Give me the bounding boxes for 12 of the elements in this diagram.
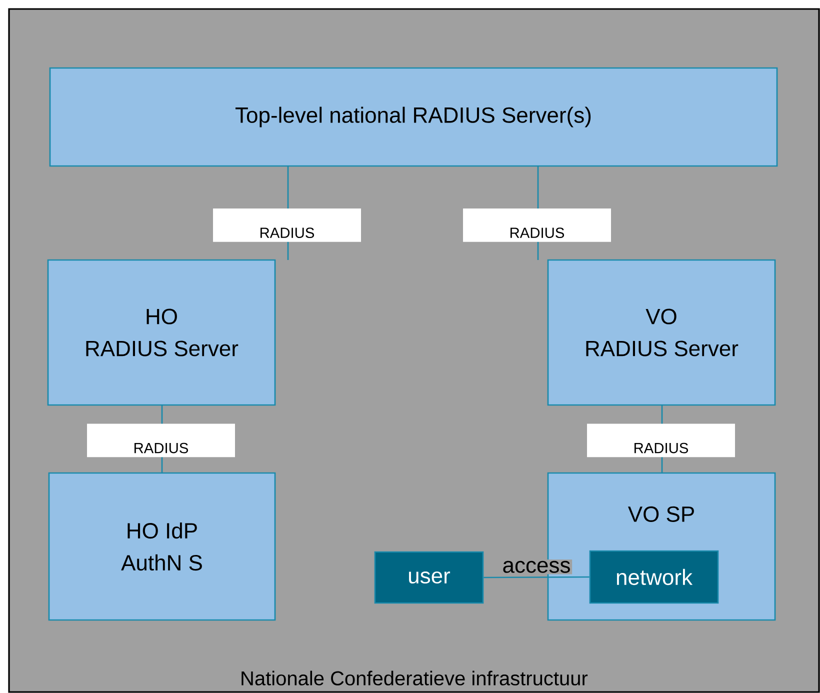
edge-label: RADIUS: [587, 424, 735, 458]
network-box: network: [589, 550, 719, 604]
server-box: HO RADIUS Server: [47, 259, 276, 406]
server-box: Top-level national RADIUS Server(s): [49, 67, 778, 167]
connector-line: [484, 576, 590, 578]
edge-label: RADIUS: [463, 208, 611, 242]
edge-label: RADIUS: [87, 424, 235, 458]
edge-label: access: [500, 560, 572, 574]
server-box: HO IdP AuthN S: [48, 472, 276, 621]
edge-label: RADIUS: [213, 208, 361, 242]
network-box: user: [374, 551, 484, 604]
server-box: VO RADIUS Server: [547, 259, 776, 406]
